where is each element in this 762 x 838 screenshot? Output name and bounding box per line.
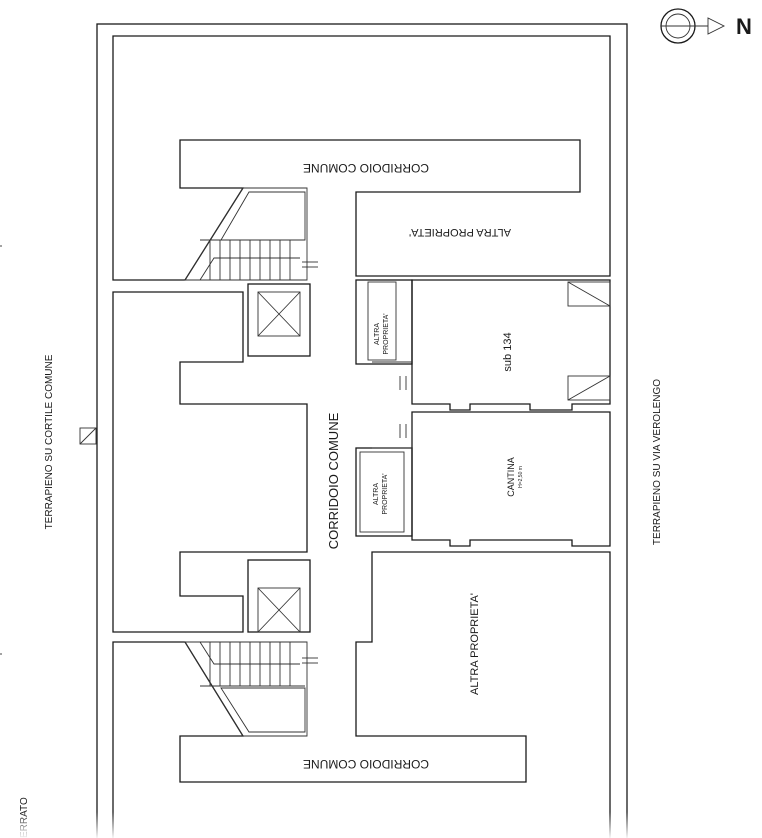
stair-lower (184, 641, 318, 737)
small-other-1-line1: ALTRA (374, 323, 381, 345)
small-other-2-line1: ALTRA (373, 483, 380, 505)
north-label: N (736, 14, 752, 39)
sub-134-label: sub 134 (502, 332, 514, 371)
left-wall-marker (79, 427, 97, 445)
right-side-label: TERRAPIENO SU VIA VEROLENGO (652, 379, 663, 545)
other-property-top-label: ALTRA PROPRIETA' (409, 226, 511, 238)
small-other-1-line2: PROPRIETA' (383, 313, 390, 354)
north-arrow-icon (660, 8, 726, 44)
other-property-bottom-label: ALTRA PROPRIETA' (469, 593, 481, 695)
cellar-label: CANTINA (506, 457, 516, 497)
elevator-upper (247, 283, 311, 357)
building-outline (96, 23, 628, 838)
corridor-main-label: CORRIDOIO COMUNE (326, 412, 341, 549)
elevator-lower (247, 559, 311, 633)
corridor-top-label: CORRIDOIO COMUNE (303, 161, 429, 175)
left-side-label: TERRAPIENO SU CORTILE COMUNE (44, 354, 55, 529)
bottom-fade (0, 812, 762, 838)
middle-left-block (112, 291, 308, 633)
cellar-room (411, 411, 611, 547)
cellar-height-label: H=2,50 m (518, 466, 524, 488)
door-marks (372, 361, 412, 449)
stair-upper (184, 187, 318, 281)
upper-block-outline (112, 35, 611, 281)
lower-block-outline (112, 551, 611, 838)
corridor-bottom-label: CORRIDOIO COMUNE (303, 757, 429, 771)
sub-134-room (411, 279, 611, 411)
small-other-2-line2: PROPRIETA' (382, 473, 389, 514)
